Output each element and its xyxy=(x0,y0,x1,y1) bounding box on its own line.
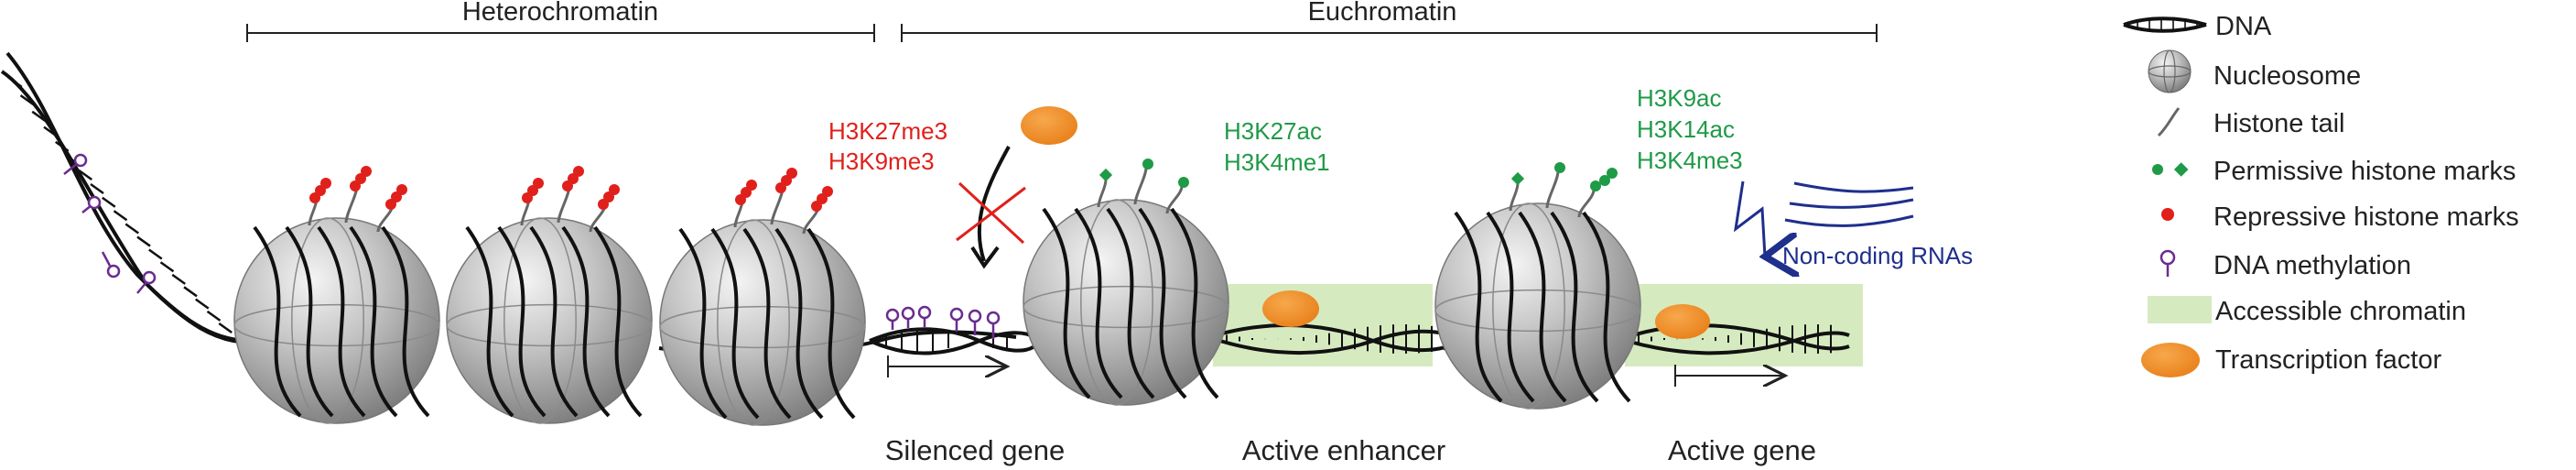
legend-label-repressive: Repressive histone marks xyxy=(2213,202,2519,232)
silenced-gene-dna xyxy=(869,305,1036,355)
nucleosome-4 xyxy=(1023,158,1229,406)
transcription-factor-icon xyxy=(2141,343,2200,377)
euchromatin-label: Euchromatin xyxy=(1308,0,1457,27)
legend-label-nucleosome: Nucleosome xyxy=(2213,61,2361,91)
svg-text:H3K9ac: H3K9ac xyxy=(1637,84,1722,112)
nucleosome-icon xyxy=(2148,49,2192,93)
promoter-marks-labels: H3K9ac H3K14ac H3K4me3 xyxy=(1637,84,1743,174)
legend-label-accessible: Accessible chromatin xyxy=(2215,297,2466,326)
nucleosome-3 xyxy=(659,168,866,426)
dna-methylation-silenced xyxy=(885,305,1001,339)
silenced-gene-label: Silenced gene xyxy=(885,434,1066,466)
transcription-factor-gene xyxy=(1655,304,1710,339)
dna-strand-left xyxy=(0,51,248,344)
blocked-binding-arrow xyxy=(956,146,1026,269)
repressive-marks-icon xyxy=(2161,208,2174,221)
nucleosome-2 xyxy=(446,166,653,424)
svg-text:H3K27ac: H3K27ac xyxy=(1224,117,1322,145)
heterochromatin-bracket xyxy=(246,24,875,42)
legend-label-dna: DNA xyxy=(2215,12,2272,41)
non-coding-rna-arrow xyxy=(1733,180,1765,257)
svg-text:H3K4me1: H3K4me1 xyxy=(1224,148,1330,176)
dna-icon xyxy=(2123,16,2207,33)
non-coding-rna-strands xyxy=(1784,181,1914,227)
nucleosome-1 xyxy=(233,166,440,424)
active-gene-label: Active gene xyxy=(1668,434,1816,466)
nucleosome-5 xyxy=(1434,162,1641,410)
legend-label-tf: Transcription factor xyxy=(2215,345,2441,375)
legend-label-permissive: Permissive histone marks xyxy=(2213,157,2516,186)
non-coding-rna-label: Non-coding RNAs xyxy=(1782,242,1973,269)
accessible-chromatin-icon xyxy=(2148,296,2212,323)
histone-tail-icon xyxy=(2157,107,2181,137)
legend-label-methylation: DNA methylation xyxy=(2213,251,2411,280)
permissive-marks-icon xyxy=(2152,162,2189,177)
heterochromatin-label: Heterochromatin xyxy=(462,0,658,27)
active-enhancer-label: Active enhancer xyxy=(1242,434,1445,466)
euchromatin-bracket xyxy=(901,24,1878,42)
transcription-factor-free xyxy=(1021,106,1077,145)
svg-text:H3K4me3: H3K4me3 xyxy=(1637,147,1743,174)
svg-text:H3K9me3: H3K9me3 xyxy=(828,148,935,175)
transcription-factor-enhancer xyxy=(1262,290,1319,327)
repressive-marks-labels: H3K27me3 H3K9me3 xyxy=(828,117,947,175)
accessible-chromatin-enhancer xyxy=(1213,284,1433,366)
svg-text:H3K27me3: H3K27me3 xyxy=(828,117,947,145)
legend: DNA Nucleosome Histone tail Permissive h… xyxy=(2123,12,2519,377)
legend-label-histone-tail: Histone tail xyxy=(2213,109,2344,138)
enhancer-marks-labels: H3K27ac H3K4me1 xyxy=(1224,117,1330,176)
svg-text:H3K14ac: H3K14ac xyxy=(1637,115,1735,143)
dna-methylation-left xyxy=(63,153,157,294)
dna-methylation-icon xyxy=(2159,249,2176,277)
